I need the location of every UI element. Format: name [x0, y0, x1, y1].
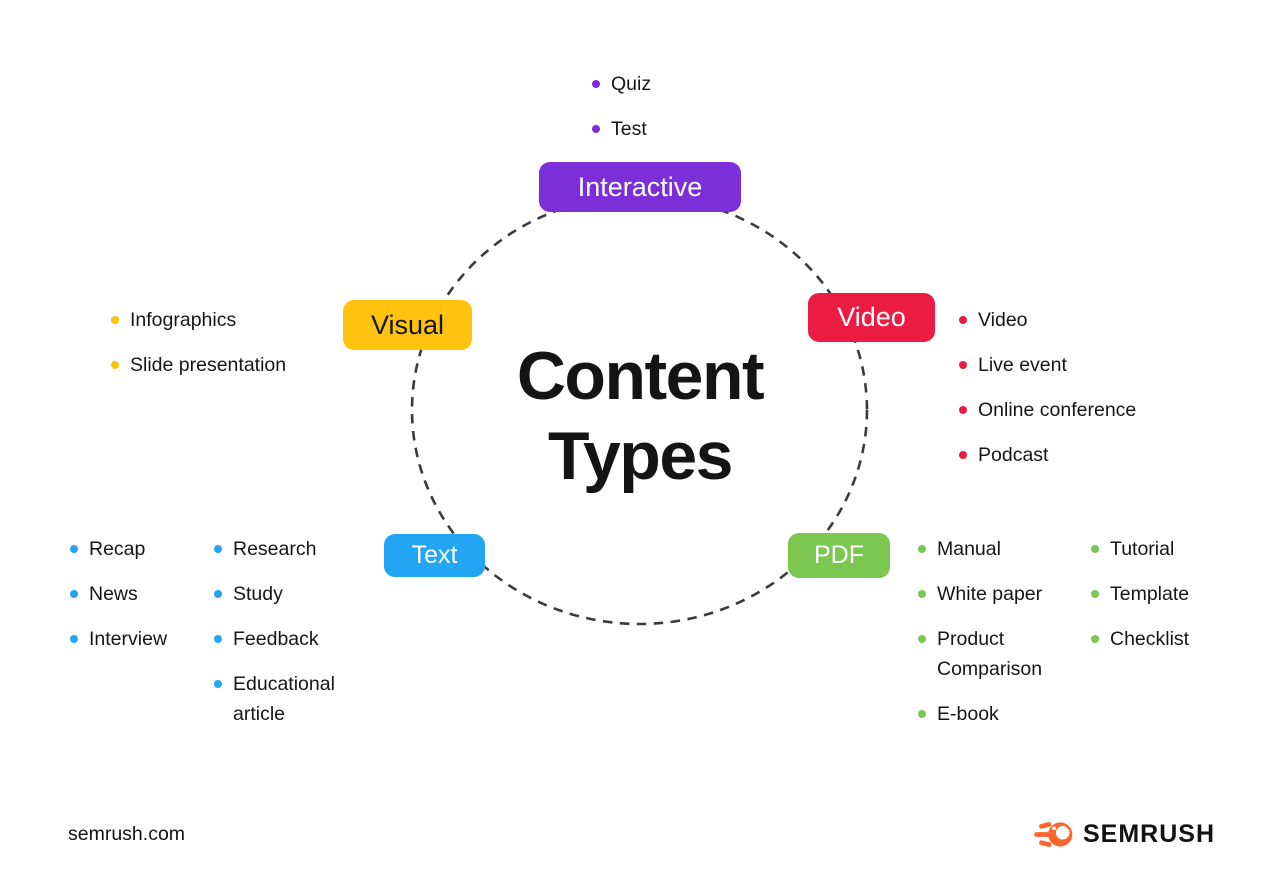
- list-item: Quiz: [592, 69, 792, 99]
- badge-visual: Visual: [343, 300, 472, 350]
- bullet-dot-icon: [111, 361, 119, 369]
- list-item: News: [70, 579, 210, 609]
- page-title-line1: Content: [516, 338, 765, 414]
- list-item: Interview: [70, 624, 210, 654]
- list-item: Podcast: [959, 440, 1199, 470]
- list-item: Educational article: [214, 669, 364, 729]
- list-item: Recap: [70, 534, 210, 564]
- badge-pdf-label: PDF: [814, 541, 864, 569]
- website-url: semrush.com: [68, 823, 186, 845]
- list-item: Video: [959, 305, 1199, 335]
- list-item: Tutorial: [1091, 534, 1231, 564]
- bullet-dot-icon: [959, 451, 967, 459]
- badge-visual-label: Visual: [370, 309, 445, 340]
- bullet-dot-icon: [1091, 590, 1099, 598]
- list-item: Manual: [918, 534, 1073, 564]
- list-item: Study: [214, 579, 364, 609]
- list-item: Research: [214, 534, 364, 564]
- bullet-dot-icon: [214, 635, 222, 643]
- bullet-dot-icon: [959, 406, 967, 414]
- text-item-list-col1: Recap News Interview: [70, 534, 210, 669]
- pdf-item-list-col2: Tutorial Template Checklist: [1091, 534, 1231, 669]
- bullet-dot-icon: [959, 361, 967, 369]
- list-item: Live event: [959, 350, 1199, 380]
- page-title: Content Types: [0, 336, 1280, 496]
- list-item: White paper: [918, 579, 1073, 609]
- badge-video-label: Video: [837, 302, 906, 332]
- bullet-dot-icon: [70, 545, 78, 553]
- bullet-dot-icon: [1091, 545, 1099, 553]
- list-item: Slide presentation: [111, 350, 351, 380]
- list-item: Checklist: [1091, 624, 1231, 654]
- badge-pdf: PDF: [788, 533, 890, 578]
- bullet-dot-icon: [214, 545, 222, 553]
- list-item: Test: [592, 114, 792, 144]
- bullet-dot-icon: [214, 680, 222, 688]
- bullet-dot-icon: [70, 590, 78, 598]
- page-title-line2: Types: [548, 418, 733, 494]
- list-item: Feedback: [214, 624, 364, 654]
- bullet-dot-icon: [918, 545, 926, 553]
- bullet-dot-icon: [1091, 635, 1099, 643]
- bullet-dot-icon: [918, 590, 926, 598]
- semrush-logo-text: SEMRUSH: [1083, 819, 1216, 848]
- bullet-dot-icon: [959, 316, 967, 324]
- list-item: Online conference: [959, 395, 1199, 425]
- bullet-dot-icon: [592, 125, 600, 133]
- bullet-dot-icon: [214, 590, 222, 598]
- badge-video: Video: [808, 293, 935, 342]
- bullet-dot-icon: [918, 635, 926, 643]
- badge-text: Text: [384, 534, 485, 577]
- list-item: Infographics: [111, 305, 351, 335]
- badge-interactive: Interactive: [539, 162, 741, 212]
- bullet-dot-icon: [918, 710, 926, 718]
- visual-item-list: Infographics Slide presentation: [111, 305, 351, 395]
- bullet-dot-icon: [70, 635, 78, 643]
- bullet-dot-icon: [111, 316, 119, 324]
- text-item-list-col2: Research Study Feedback Educational arti…: [214, 534, 364, 744]
- bullet-dot-icon: [592, 80, 600, 88]
- semrush-flame-icon: [1034, 821, 1073, 847]
- list-item: E-book: [918, 699, 1073, 729]
- pdf-item-list-col1: Manual White paper Product Comparison E-…: [918, 534, 1073, 744]
- semrush-logo: SEMRUSH: [1033, 817, 1215, 851]
- badge-interactive-label: Interactive: [577, 171, 703, 202]
- badge-text-label: Text: [411, 541, 458, 569]
- list-item: Product Comparison: [918, 624, 1073, 684]
- interactive-item-list: Quiz Test: [592, 69, 792, 159]
- list-item: Template: [1091, 579, 1231, 609]
- video-item-list: Video Live event Online conference Podca…: [959, 305, 1199, 485]
